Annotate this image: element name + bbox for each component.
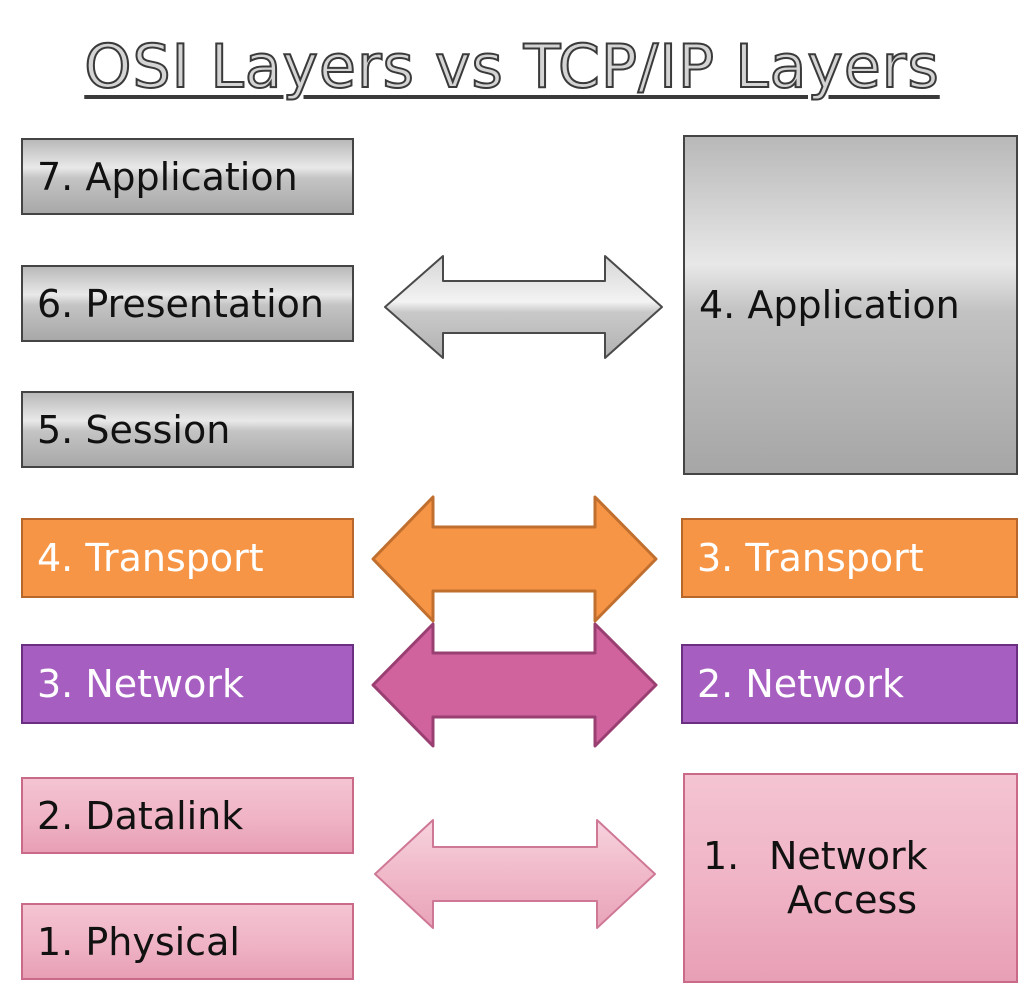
osi-layer-physical-label: 1. Physical [37,919,240,964]
network-access-word-2: Access [787,878,918,922]
osi-layer-network-label: 3. Network [37,662,244,706]
network-access-word-1: Network [769,834,928,878]
tcpip-layer-network-label: 2. Network [697,662,904,706]
tcpip-layer-network-access: 1. Network Access [683,773,1018,983]
osi-layer-datalink: 2. Datalink [21,777,354,854]
osi-layer-physical: 1. Physical [21,903,354,980]
network-access-number: 1. [703,834,740,878]
osi-layer-network: 3. Network [21,644,354,724]
tcpip-layer-transport: 3. Transport [681,518,1018,598]
network-access-line-2: Access [703,878,1016,922]
tcpip-layer-application: 4. Application [683,135,1018,475]
tcpip-layer-application-label: 4. Application [699,283,960,327]
osi-layer-session-label: 5. Session [37,407,231,452]
osi-layer-datalink-label: 2. Datalink [37,793,244,838]
network-access-line-1: 1. Network [703,834,1016,878]
tcpip-layer-transport-label: 3. Transport [697,536,924,580]
osi-layer-session: 5. Session [21,391,354,468]
osi-layer-application-label: 7. Application [37,154,298,199]
tcpip-layer-network: 2. Network [681,644,1018,724]
osi-layer-transport: 4. Transport [21,518,354,598]
osi-layer-transport-label: 4. Transport [37,536,264,580]
osi-layer-presentation-label: 6. Presentation [37,281,324,326]
osi-layer-application: 7. Application [21,138,354,215]
page-title: OSI Layers vs TCP/IP Layers [83,31,940,103]
osi-layer-presentation: 6. Presentation [21,265,354,342]
